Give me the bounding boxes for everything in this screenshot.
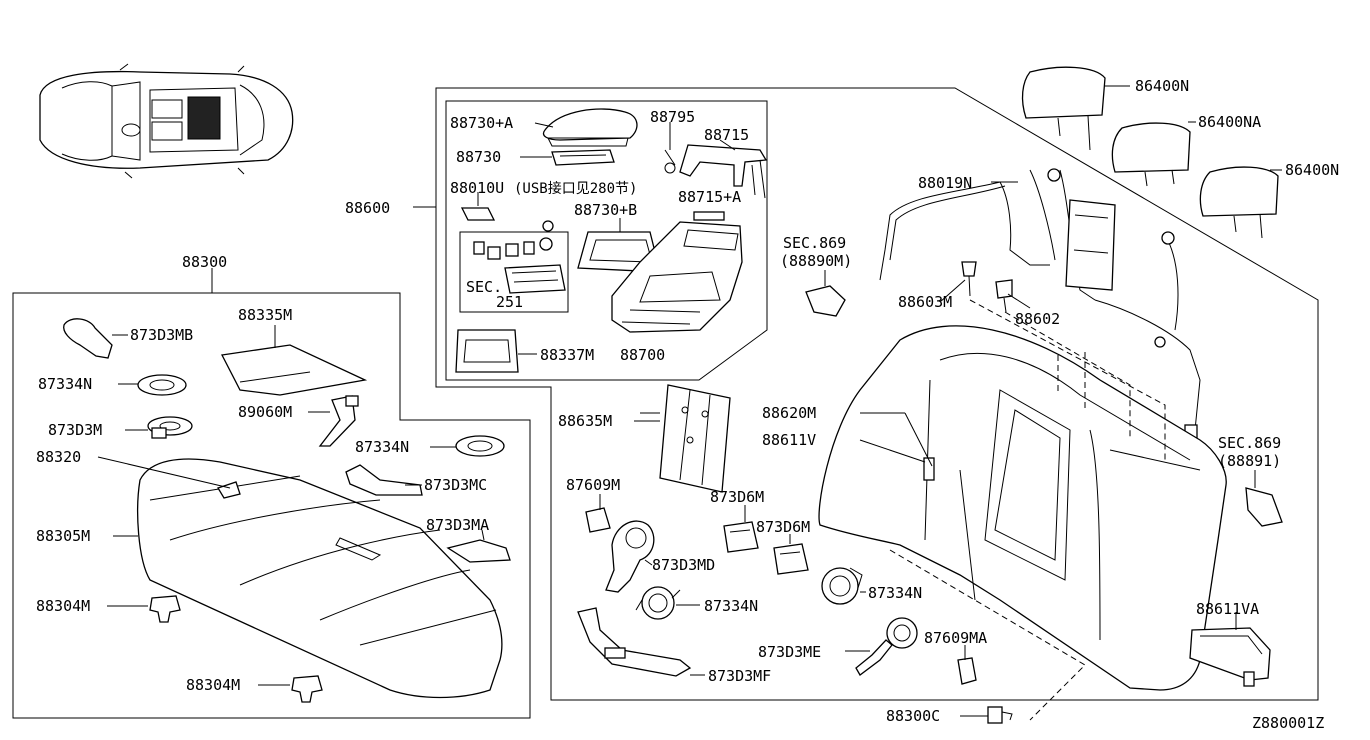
part-87609MA bbox=[957, 645, 977, 685]
label-87609M: 87609M bbox=[566, 476, 620, 494]
part-sec869-88891 bbox=[1245, 470, 1283, 527]
part-873D3MA bbox=[446, 529, 511, 563]
part-88304M-b bbox=[258, 675, 323, 703]
label-87334N-a: 87334N bbox=[38, 375, 92, 393]
label-873D3MB: 873D3MB bbox=[130, 326, 193, 344]
label-88730A: 88730+A bbox=[450, 114, 513, 132]
part-88611VA bbox=[1189, 612, 1271, 687]
label-88611V: 88611V bbox=[762, 431, 816, 449]
part-88730 bbox=[520, 149, 615, 166]
label-873D6M-b: 873D6M bbox=[756, 518, 810, 536]
label-sec869-b: SEC.869 bbox=[1218, 434, 1281, 452]
diagram-id: Z880001Z bbox=[1252, 714, 1324, 732]
part-873D3MF bbox=[577, 607, 705, 677]
part-88635M-pad bbox=[634, 384, 731, 493]
label-sec251-a: SEC. bbox=[466, 278, 502, 296]
part-88603M-clip bbox=[961, 261, 977, 297]
label-88602: 88602 bbox=[1015, 310, 1060, 328]
label-86400N-2: 86400N bbox=[1285, 161, 1339, 179]
label-88305M: 88305M bbox=[36, 527, 90, 545]
label-sec251-b: 251 bbox=[496, 293, 523, 311]
label-88300C: 88300C bbox=[886, 707, 940, 725]
label-873D3MA: 873D3MA bbox=[426, 516, 489, 534]
part-88337M bbox=[455, 329, 537, 373]
headrest-86400N-2 bbox=[1199, 166, 1282, 239]
part-88304M-a bbox=[107, 595, 181, 623]
label-88304M-a: 88304M bbox=[36, 597, 90, 615]
label-88730: 88730 bbox=[456, 148, 501, 166]
part-873D3ME bbox=[845, 617, 918, 676]
label-873D6M-a: 873D6M bbox=[710, 488, 764, 506]
part-87334N-b bbox=[430, 435, 505, 457]
label-88730B: 88730+B bbox=[574, 201, 637, 219]
label-88600: 88600 bbox=[345, 199, 390, 217]
part-88602-clip bbox=[995, 279, 1013, 313]
part-87334N-a bbox=[118, 374, 187, 396]
part-873D6M-b bbox=[773, 534, 809, 575]
part-873D3MC bbox=[345, 464, 423, 496]
label-873D3M: 873D3M bbox=[48, 421, 102, 439]
part-87334N-c bbox=[635, 586, 700, 620]
part-87334N-d bbox=[821, 567, 866, 605]
label-88019N: 88019N bbox=[918, 174, 972, 192]
label-88304M-b: 88304M bbox=[186, 676, 240, 694]
label-88715A: 88715+A bbox=[678, 188, 741, 206]
headrest-86400NA bbox=[1111, 121, 1196, 187]
group-88600-frame bbox=[413, 87, 1319, 701]
part-88620M-seatback bbox=[818, 325, 1227, 691]
label-88700: 88700 bbox=[620, 346, 665, 364]
part-88010U bbox=[460, 192, 496, 221]
part-88305M-cushion bbox=[97, 456, 503, 699]
part-88335M-sheet bbox=[221, 325, 368, 396]
part-sec869-88890M bbox=[805, 270, 846, 317]
group-88300-frame bbox=[12, 268, 531, 719]
label-sec869-a: SEC.869 bbox=[783, 234, 846, 252]
part-873D6M-a bbox=[723, 505, 759, 553]
label-873D3ME: 873D3ME bbox=[758, 643, 821, 661]
label-88320: 88320 bbox=[36, 448, 81, 466]
label-88611VA: 88611VA bbox=[1196, 600, 1259, 618]
label-88603M: 88603M bbox=[898, 293, 952, 311]
label-873D3MC: 873D3MC bbox=[424, 476, 487, 494]
part-873D3MB bbox=[63, 318, 128, 359]
label-87609MA: 87609MA bbox=[924, 629, 987, 647]
label-88300: 88300 bbox=[182, 253, 227, 271]
label-88337M: 88337M bbox=[540, 346, 594, 364]
label-88620M: 88620M bbox=[762, 404, 816, 422]
label-873D3MF: 873D3MF bbox=[708, 667, 771, 685]
part-88700-armrest bbox=[611, 211, 743, 333]
label-87334N-c: 87334N bbox=[704, 597, 758, 615]
label-sec869-b2: (88891) bbox=[1218, 452, 1281, 470]
part-88715-bracket bbox=[664, 122, 768, 199]
label-88010U: 88010U bbox=[450, 179, 504, 197]
label-sec869-a2: (88890M) bbox=[780, 252, 852, 270]
part-88300C bbox=[960, 706, 1013, 724]
part-89060M bbox=[308, 395, 359, 447]
label-87334N-b: 87334N bbox=[355, 438, 409, 456]
part-873D3M bbox=[125, 416, 193, 439]
vehicle-location-icon bbox=[39, 63, 294, 179]
label-873D3MD: 873D3MD bbox=[652, 556, 715, 574]
headrest-86400N bbox=[1021, 66, 1130, 151]
dashed-reference-lines bbox=[889, 299, 1166, 721]
label-86400NA: 86400NA bbox=[1198, 113, 1261, 131]
leader-lines bbox=[640, 279, 1031, 467]
label-88335M: 88335M bbox=[238, 306, 292, 324]
callout-labels: 86400N 86400NA 86400N 88019N 88600 88730… bbox=[36, 77, 1339, 732]
label-88715: 88715 bbox=[704, 126, 749, 144]
label-88795: 88795 bbox=[650, 108, 695, 126]
sec-251-box bbox=[459, 220, 569, 313]
label-88635M: 88635M bbox=[558, 412, 612, 430]
label-87334N-d: 87334N bbox=[868, 584, 922, 602]
label-usb-note: (USB接口见280节) bbox=[514, 180, 637, 197]
part-873D3MD bbox=[605, 520, 655, 593]
part-87609M bbox=[585, 494, 611, 533]
label-86400N: 86400N bbox=[1135, 77, 1189, 95]
part-88730A-lid bbox=[534, 108, 638, 147]
label-89060M: 89060M bbox=[238, 403, 292, 421]
